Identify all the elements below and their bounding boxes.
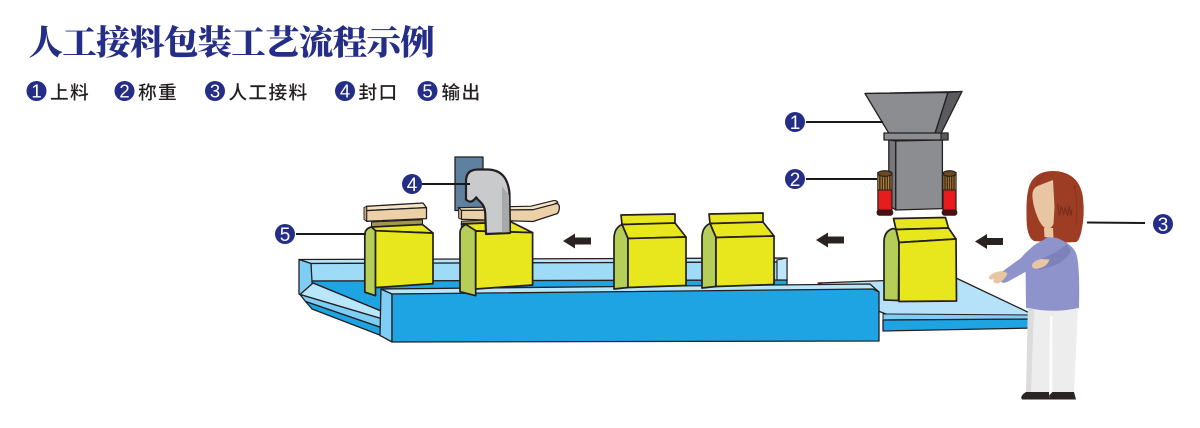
svg-text:4: 4 <box>340 81 350 102</box>
svg-text:2: 2 <box>119 81 129 102</box>
svg-text:1: 1 <box>31 81 41 102</box>
svg-text:3: 3 <box>210 81 220 102</box>
svg-text:5: 5 <box>422 81 432 102</box>
svg-text:3: 3 <box>1158 215 1169 236</box>
svg-text:4: 4 <box>407 175 418 196</box>
svg-text:5: 5 <box>280 225 291 246</box>
svg-text:1: 1 <box>790 113 801 134</box>
svg-text:2: 2 <box>790 170 801 191</box>
